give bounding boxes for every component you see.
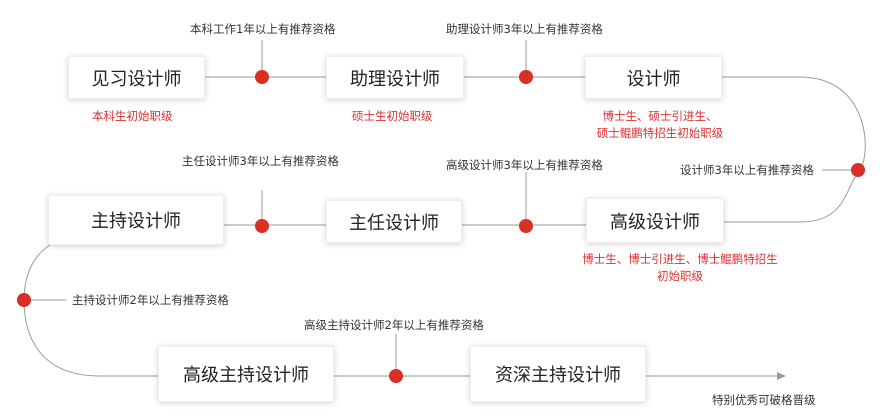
requirement-end: 特别优秀可破格晋级 <box>712 393 816 407</box>
requirement-r7: 高级主持设计师2年以上有推荐资格 <box>304 318 484 332</box>
entry-note-designer: 博士生、硕士引进生、 硕士鲲鹏特招生初始职级 <box>580 108 740 142</box>
stage-designer: 设计师 <box>585 56 722 99</box>
milestone-dot <box>519 219 533 233</box>
stage-senior-lead: 高级主持设计师 <box>158 346 334 402</box>
requirement-r2: 助理设计师3年以上有推荐资格 <box>446 22 603 36</box>
stage-senior: 高级设计师 <box>586 198 724 243</box>
milestone-dot <box>519 70 533 84</box>
stage-veteran-lead: 资深主持设计师 <box>470 346 646 402</box>
entry-note-intern: 本科生初始职级 <box>92 109 173 123</box>
entry-note-line: 博士生、博士引进生、博士鲲鹏特招生 <box>582 252 778 266</box>
entry-note-line: 初始职级 <box>657 269 703 283</box>
entry-note-senior: 博士生、博士引进生、博士鲲鹏特招生 初始职级 <box>568 251 792 285</box>
stage-principal: 主任设计师 <box>326 200 462 243</box>
requirement-r1: 本科工作1年以上有推荐资格 <box>190 22 336 36</box>
entry-note-line: 博士生、硕士引进生、 <box>602 109 718 123</box>
requirement-r3: 设计师3年以上有推荐资格 <box>680 163 814 177</box>
requirement-r5: 主任设计师3年以上有推荐资格 <box>182 154 339 168</box>
stage-intern: 见习设计师 <box>68 56 205 99</box>
requirement-r6: 主持设计师2年以上有推荐资格 <box>72 293 229 307</box>
end-arrow-head <box>777 372 786 380</box>
stage-lead: 主持设计师 <box>48 195 224 245</box>
milestone-dot <box>389 369 403 383</box>
milestone-dot <box>851 163 865 177</box>
milestone-dot <box>17 293 31 307</box>
entry-note-assistant: 硕士生初始职级 <box>352 109 433 123</box>
milestone-dot <box>255 70 269 84</box>
connector-curve <box>722 76 866 223</box>
requirement-r4: 高级设计师3年以上有推荐资格 <box>446 158 603 172</box>
connector-curve <box>23 244 158 377</box>
milestone-dot <box>255 219 269 233</box>
entry-note-line: 硕士鲲鹏特招生初始职级 <box>596 126 724 140</box>
stage-assistant: 助理设计师 <box>326 56 464 99</box>
